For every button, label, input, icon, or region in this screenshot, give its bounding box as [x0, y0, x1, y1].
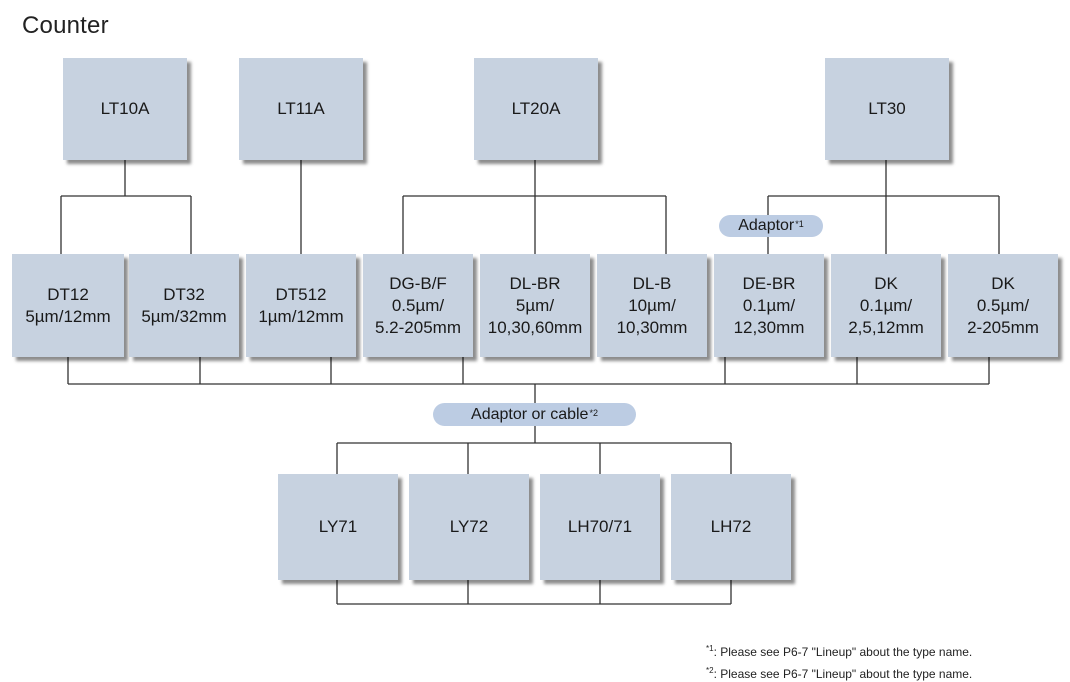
scale-box-dl-br-line-3: 10,30,60mm: [487, 317, 583, 337]
scale-box-de-br-line-3: 12,30mm: [733, 317, 805, 337]
footnote-1: *1: Please see P6-7 "Lineup" about the t…: [706, 644, 972, 659]
footnote-1-text: : Please see P6-7 "Lineup" about the typ…: [713, 645, 973, 659]
output-box-lh72: LH72: [671, 474, 791, 580]
scale-box-dt512-line-1: DT512: [275, 284, 327, 304]
output-box-ly71: LY71: [278, 474, 398, 580]
output-box-ly72-line-1: LY72: [449, 517, 489, 536]
scale-box-dg-b-f-line-3: 5.2-205mm: [375, 317, 461, 337]
scale-box-dg-b-f-line-2: 0.5µm/: [391, 295, 445, 315]
footnote-1-mark: *1: [706, 644, 714, 653]
counter-box-lt11a-line-1: LT11A: [277, 99, 325, 118]
scale-box-dg-b-f-line-1: DG-B/F: [389, 273, 447, 293]
scale-box-dk-01-line-3: 2,5,12mm: [848, 317, 924, 337]
adaptor-1-mark: *1: [795, 219, 804, 229]
scale-box-dk-01-line-1: DK: [874, 273, 898, 293]
counter-box-lt10a-line-1: LT10A: [100, 99, 150, 118]
adaptor-1-label: Adaptor: [738, 217, 795, 234]
scale-box-dl-br-line-2: 5µm/: [515, 295, 555, 315]
footnote-2-mark: *2: [706, 666, 714, 675]
scale-box-dt12-line-2: 5µm/12mm: [25, 306, 111, 326]
counter-box-lt20a-line-1: LT20A: [511, 99, 561, 118]
adaptor-cable-mark: *2: [589, 407, 598, 418]
output-box-lh70-71: LH70/71: [540, 474, 660, 580]
output-box-ly72: LY72: [409, 474, 529, 580]
footnote-2: *2: Please see P6-7 "Lineup" about the t…: [706, 666, 972, 681]
counter-box-lt30: LT30: [825, 58, 949, 160]
output-box-ly71-line-1: LY71: [318, 517, 358, 536]
footnote-2-text: : Please see P6-7 "Lineup" about the typ…: [713, 667, 973, 681]
output-box-lh72-line-1: LH72: [710, 517, 752, 536]
counter-box-lt11a: LT11A: [239, 58, 363, 160]
scale-box-dk-05-line-1: DK: [991, 273, 1015, 293]
scale-box-de-br-line-1: DE-BR: [742, 273, 796, 293]
output-box-lh70-71-line-1: LH70/71: [567, 517, 633, 536]
scale-box-dl-b-line-3: 10,30mm: [616, 317, 688, 337]
adaptor-cable-pill: Adaptor or cable*2: [433, 403, 636, 426]
scale-box-dk-05-line-3: 2-205mm: [967, 317, 1039, 337]
counter-box-lt10a: LT10A: [63, 58, 187, 160]
scale-box-dl-b-line-1: DL-B: [632, 273, 672, 293]
scale-box-de-br-line-2: 0.1µm/: [742, 295, 796, 315]
adaptor-cable-label: Adaptor or cable: [471, 405, 589, 423]
adaptor-1-pill: Adaptor*1: [719, 215, 823, 237]
scale-box-dk-01-line-2: 0.1µm/: [859, 295, 913, 315]
scale-box-dt32-line-2: 5µm/32mm: [141, 306, 227, 326]
page-title: Counter: [22, 12, 109, 39]
scale-box-dk-05-line-2: 0.5µm/: [976, 295, 1030, 315]
counter-box-lt30-line-1: LT30: [868, 99, 906, 118]
scale-box-dt512-line-2: 1µm/12mm: [258, 306, 344, 326]
scale-box-dt32-line-1: DT32: [163, 284, 205, 304]
scale-box-dl-br-line-1: DL-BR: [509, 273, 561, 293]
scale-box-dt12-line-1: DT12: [47, 284, 89, 304]
scale-box-dl-b-line-2: 10µm/: [628, 295, 676, 315]
counter-box-lt20a: LT20A: [474, 58, 598, 160]
